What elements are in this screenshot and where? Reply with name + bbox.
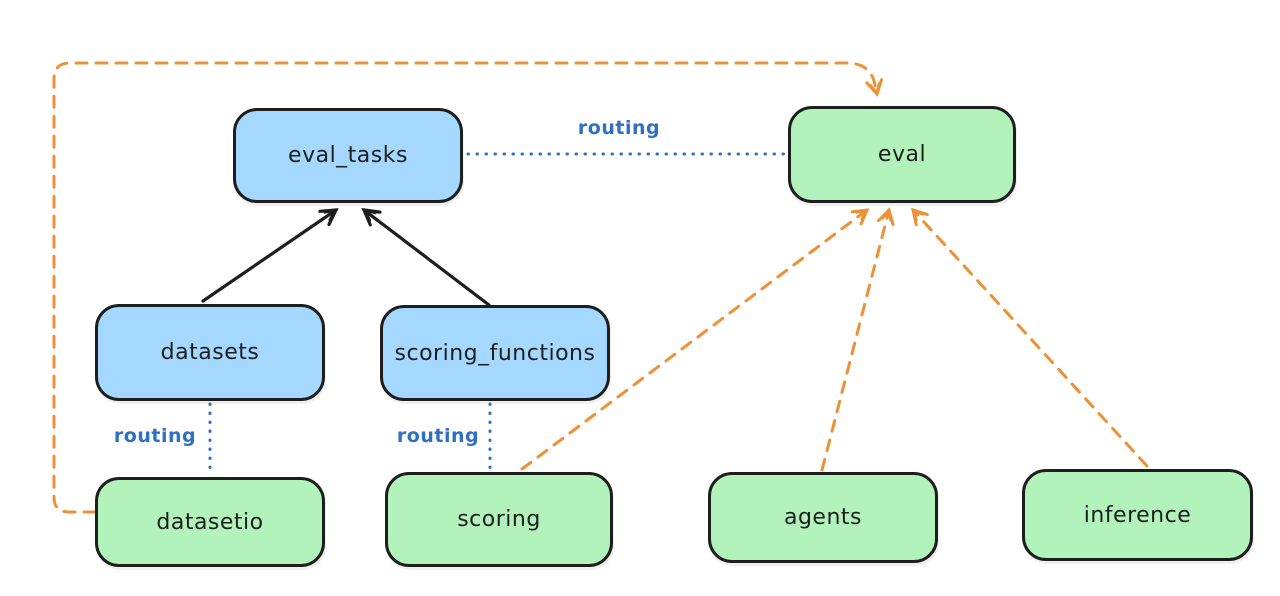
arrow-inference-to-eval[interactable] — [910, 207, 1149, 468]
node-eval-tasks-label: eval_tasks — [288, 143, 408, 168]
node-datasetio[interactable]: datasetio — [95, 477, 325, 567]
arrow-scoring-functions-to-eval-tasks[interactable] — [361, 208, 491, 307]
edge-label-routing-datasets-datasetio[interactable]: routing — [113, 425, 197, 447]
node-agents[interactable]: agents — [708, 472, 938, 563]
node-datasets-label: datasets — [160, 340, 260, 365]
node-eval-tasks[interactable]: eval_tasks — [233, 108, 463, 203]
node-scoring-label: scoring — [457, 507, 541, 532]
node-datasets[interactable]: datasets — [95, 304, 325, 401]
edge-label-routing-eval-tasks-eval[interactable]: routing — [577, 117, 661, 139]
node-datasetio-label: datasetio — [156, 509, 264, 535]
node-scoring[interactable]: scoring — [385, 472, 613, 567]
node-agents-label: agents — [783, 505, 862, 530]
node-inference[interactable]: inference — [1022, 469, 1253, 561]
node-inference-label: inference — [1083, 502, 1192, 528]
node-scoring-functions[interactable]: scoring_functions — [380, 305, 610, 401]
edge-label-routing-scoring-functions-scoring[interactable]: routing — [396, 425, 480, 447]
arrow-agents-to-eval[interactable] — [820, 207, 895, 472]
node-scoring-functions-label: scoring_functions — [394, 340, 596, 366]
node-eval[interactable]: eval — [788, 106, 1016, 203]
arrow-scoring-to-eval[interactable] — [520, 208, 870, 471]
arrow-datasetio-to-eval[interactable] — [52, 61, 884, 514]
node-eval-label: eval — [877, 142, 927, 167]
arrow-datasets-to-eval-tasks[interactable] — [201, 208, 339, 303]
